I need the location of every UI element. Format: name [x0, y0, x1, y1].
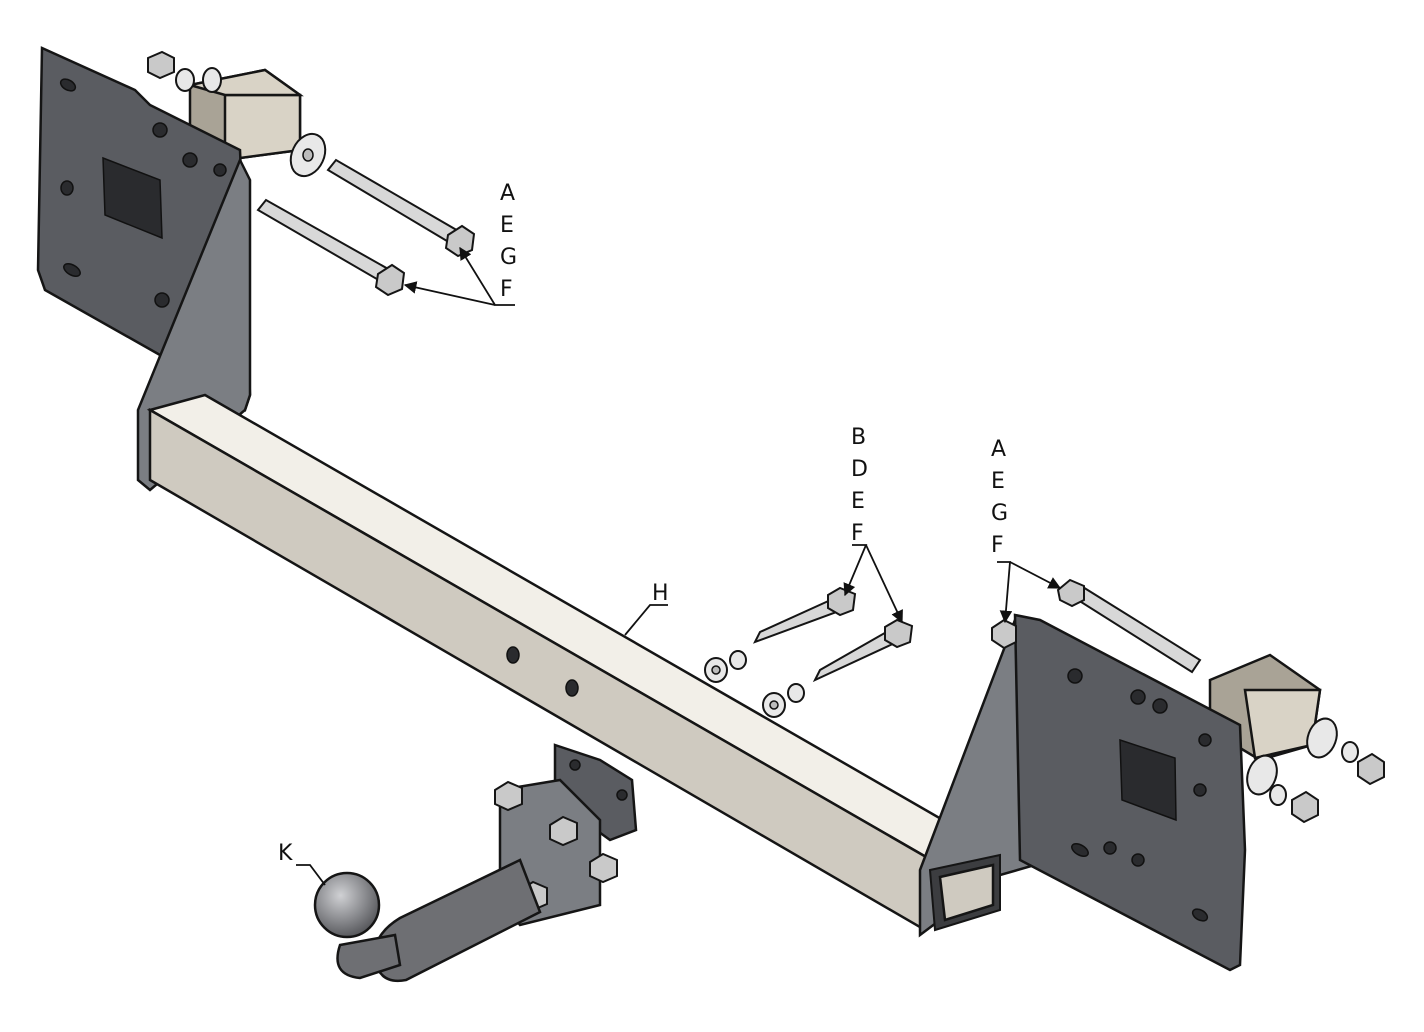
callout-letter: E: [991, 469, 1005, 494]
right-bolt: [991, 578, 1202, 674]
callout-letter: F: [851, 521, 864, 546]
callout-letter: F: [991, 533, 1004, 558]
callout-tube-label: H: [652, 581, 669, 606]
callout-right: A E G F: [991, 437, 1008, 558]
callout-middle: B D E F: [851, 425, 868, 546]
callout-letter: A: [991, 437, 1006, 462]
left-bolts: [256, 158, 476, 297]
tow-hook-assembly: [313, 743, 638, 983]
callout-hook-label: K: [278, 841, 293, 866]
middle-bolts: [704, 586, 914, 718]
callout-top-left: A E G F: [500, 181, 517, 302]
callout-letter: A: [500, 181, 515, 206]
callout-letter: E: [500, 213, 514, 238]
callout-letter: B: [851, 425, 866, 450]
callout-letter: D: [851, 457, 868, 482]
callout-letter: G: [991, 501, 1008, 526]
right-mounting-bracket: [918, 613, 1385, 972]
callout-letter: E: [851, 489, 865, 514]
leader-lines: [296, 246, 1062, 886]
callout-letter: F: [500, 277, 513, 302]
callout-letter: G: [500, 245, 517, 270]
